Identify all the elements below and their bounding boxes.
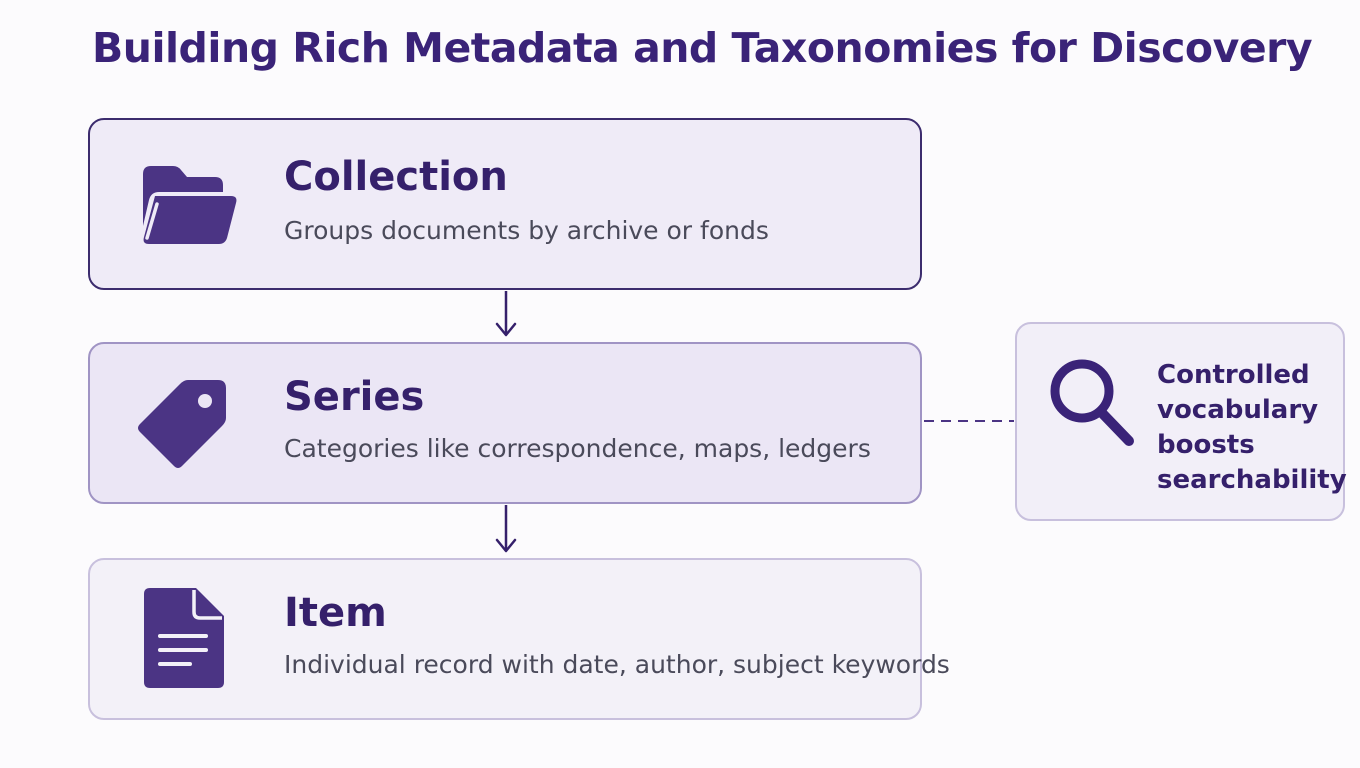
- note-line: searchability: [1157, 465, 1347, 495]
- note-line: vocabulary: [1157, 395, 1319, 425]
- item-box: Item Individual record with date, author…: [88, 558, 950, 720]
- vocabulary-note-box: Controlled vocabulary boosts searchabili…: [1015, 322, 1347, 521]
- series-box: Series Categories like correspondence, m…: [88, 342, 922, 504]
- arrow-series-to-item: [495, 505, 517, 553]
- page-title: Building Rich Metadata and Taxonomies fo…: [92, 24, 1313, 72]
- vocabulary-note-text: Controlled vocabulary boosts searchabili…: [1157, 358, 1347, 498]
- magnifier-icon: [1050, 359, 1134, 446]
- collection-title: Collection: [284, 154, 508, 200]
- series-title: Series: [284, 374, 425, 420]
- folder-icon: [143, 166, 237, 244]
- arrow-collection-to-series: [495, 291, 517, 337]
- collection-description: Groups documents by archive or fonds: [284, 216, 769, 245]
- item-description: Individual record with date, author, sub…: [284, 650, 950, 679]
- series-description: Categories like correspondence, maps, le…: [284, 434, 871, 463]
- note-line: Controlled: [1157, 360, 1310, 390]
- item-title: Item: [284, 590, 387, 636]
- document-icon: [144, 588, 224, 688]
- note-line: boosts: [1157, 430, 1255, 460]
- tag-icon: [138, 380, 226, 468]
- collection-box: Collection Groups documents by archive o…: [88, 118, 922, 290]
